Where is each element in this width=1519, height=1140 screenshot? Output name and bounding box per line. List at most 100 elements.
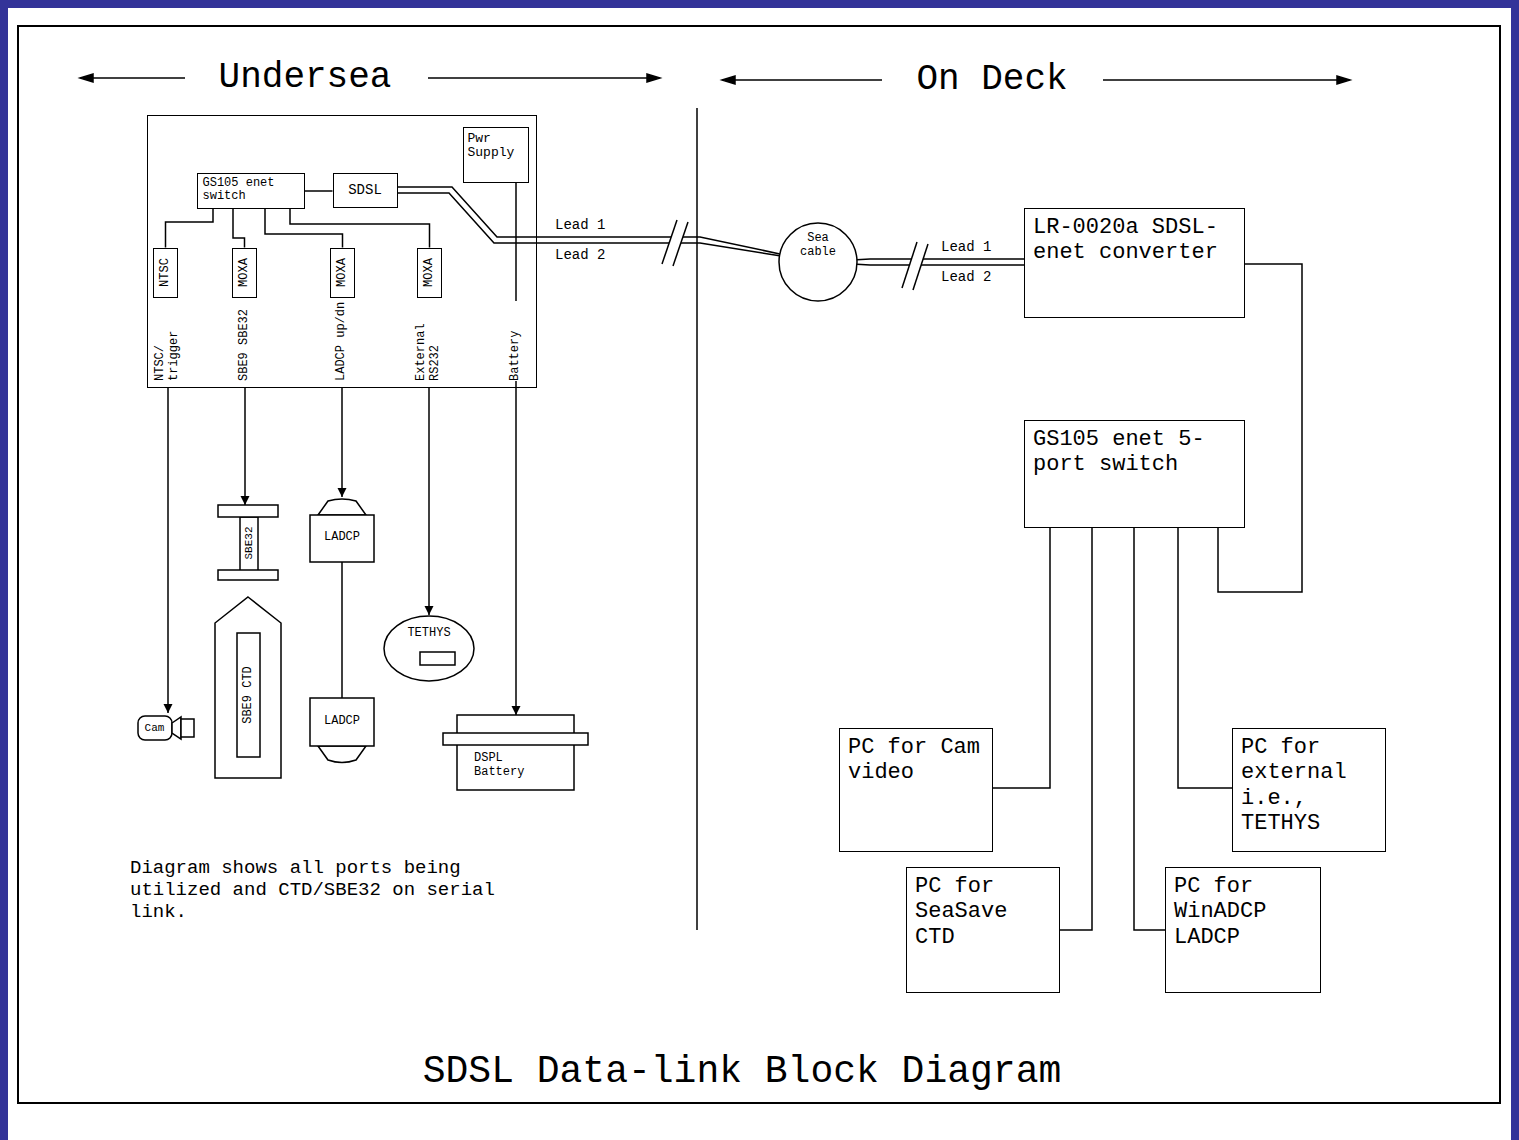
camera-body: Cam [137,713,195,743]
lead-label: Lead 2 [940,269,992,285]
cable-break-gap [662,220,688,266]
node-label: SDSL [337,182,394,198]
connector-line [233,209,245,248]
domeBottom-outline [318,746,366,763]
cam-outline [181,719,194,737]
cable-break-mark [902,242,917,288]
domeTop-outline [310,515,374,562]
connector-line [166,209,214,248]
connector-line [290,209,430,248]
connector-line [341,562,343,698]
computer-box: PC for external i.e., TETHYS [1232,728,1386,852]
disc-outline [218,570,278,580]
port-label: LADCP up/dn [327,301,357,381]
section-heading: On Deck [916,59,1067,100]
connector-line [341,388,343,497]
node-label: PC for SeaSave CTD [915,874,1051,950]
port-box: MOXA [232,248,257,298]
cable-lead [857,263,1024,265]
span-arrow-line [1103,79,1340,81]
computer-box: PC for SeaSave CTD [906,867,1060,993]
node-label: GS105 enet switch [203,177,299,205]
connector-line [515,183,517,716]
span-arrowhead [722,76,735,84]
circle-outline [779,223,857,301]
span-arrow-line [732,79,882,81]
port-box: NTSC [153,248,178,298]
lead-label: Lead 1 [554,217,606,233]
section-heading: Undersea [219,57,392,98]
divider-line [696,108,698,930]
housing-box: NTSC/ trigger SBE9 SBE32 LADCP up/dn Extern… [147,115,537,388]
disc-outline [218,505,278,517]
port-label: Battery [501,301,531,381]
cable-reel: Sea cable [778,222,858,302]
port-label: NTSC/ trigger [153,301,183,381]
modem-box: SDSL [333,173,398,208]
battery-outline [457,715,574,790]
frame-border [18,26,1500,1103]
ellipse-outline [384,616,474,681]
port-box: MOXA [330,248,355,298]
house-outline [215,597,281,778]
cable-break-mark [913,244,928,290]
node-label: PC for Cam video [848,735,984,786]
port-box: MOXA [417,248,442,298]
port-label: External RS232 [414,301,444,381]
node-label: LR-0020a SDSL-enet converter [1033,215,1236,266]
node-label: Pwr Supply [468,132,524,162]
battery-pack: DSPL Battery [443,715,588,790]
cable-break-mark [662,220,677,264]
connector-line [305,190,333,192]
connector-line [244,388,246,505]
adcp-head: LADCP [310,698,374,765]
power-box: Pwr Supply [463,127,529,183]
connector-line [167,388,169,713]
adcp-head-shape [310,497,374,562]
node-label: LADCP [312,701,372,743]
cam-outline [172,717,181,739]
node-label: SBE9 CTD [239,637,259,753]
span-arrowhead [647,74,660,82]
node-label: Sea cable [789,229,847,263]
cable-break-gap [902,242,928,290]
node-label: Cam [138,716,171,740]
note-text: Diagram shows all ports being utilized a… [130,858,530,924]
house-outline [237,633,260,757]
span-arrow-line [428,77,650,79]
node-label: DSPL Battery [474,747,540,785]
connector-line [265,209,343,248]
node-label: PC for external i.e., TETHYS [1241,735,1377,836]
domeBottom-outline [310,698,374,746]
node-label: TETHYS [393,624,465,644]
cam-outline [138,716,172,740]
disc-outline [240,517,258,571]
connector-line [1134,528,1165,930]
node-label: LADCP [312,518,372,558]
ctd-housing: SBE9 CTD [215,597,281,778]
domeTop-outline [318,499,366,515]
cable-lead [398,187,780,254]
converter-box: LR-0020a SDSL-enet converter [1024,208,1245,318]
connector-line [428,388,430,615]
computer-box: PC for Cam video [839,728,993,852]
node-label: GS105 enet 5-port switch [1033,427,1236,478]
sensor-disc: SBE32 [218,505,278,580]
computer-box: PC for WinADCP LADCP [1165,867,1321,993]
switch-box: GS105 enet switch [197,173,305,209]
adcp-head: LADCP [310,497,374,562]
battery-outline [443,733,588,745]
span-arrowhead [1337,76,1350,84]
node-label: PC for WinADCP LADCP [1174,874,1312,950]
node-label: MOXA [233,249,254,295]
node-label: MOXA [418,249,439,295]
node-label: NTSC [154,249,175,295]
port-label: SBE9 SBE32 [230,301,260,381]
span-arrowhead [80,74,93,82]
span-arrow-line [90,77,185,79]
node-label: SBE32 [241,518,257,568]
node-label: MOXA [331,249,352,295]
